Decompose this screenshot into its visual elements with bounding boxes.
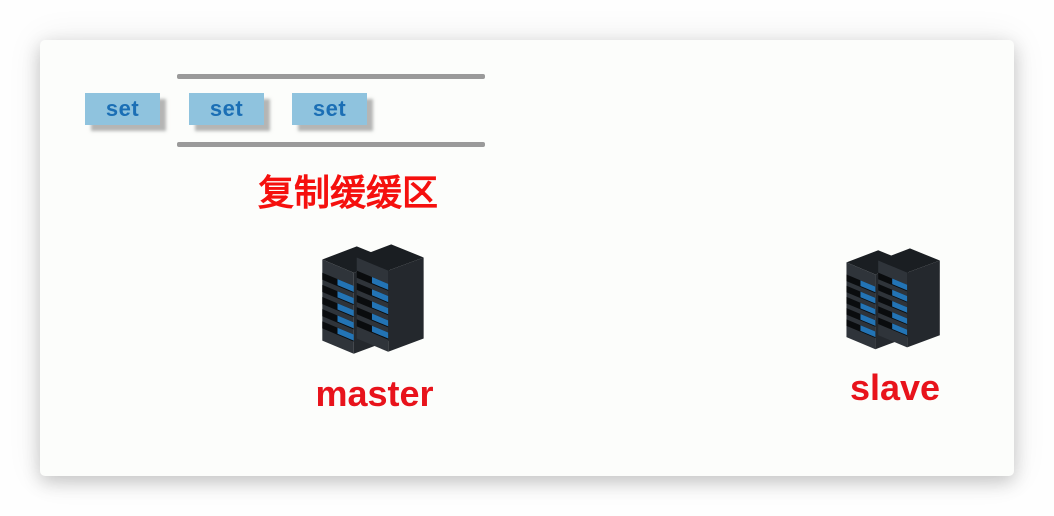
master-label: master — [315, 373, 434, 414]
diagram-panel: set set set 复制缓缓区 master slave — [40, 40, 1014, 476]
set-command-box-2: set — [189, 93, 264, 125]
server-stack-icon — [825, 226, 965, 366]
set-command-label: set — [209, 96, 244, 121]
slave-label: slave — [849, 367, 941, 408]
set-command-box-1: set — [85, 93, 160, 125]
set-command-label: set — [105, 96, 140, 121]
set-command-box-3: set — [292, 93, 367, 125]
set-command-label: set — [312, 96, 347, 121]
server-stack-icon — [299, 220, 451, 372]
buffer-top-line — [177, 74, 485, 79]
buffer-label: 复制缓缓区 — [257, 173, 438, 214]
slave-node: slave — [815, 226, 975, 406]
master-node: master — [292, 220, 457, 412]
buffer-bottom-line — [177, 142, 485, 147]
